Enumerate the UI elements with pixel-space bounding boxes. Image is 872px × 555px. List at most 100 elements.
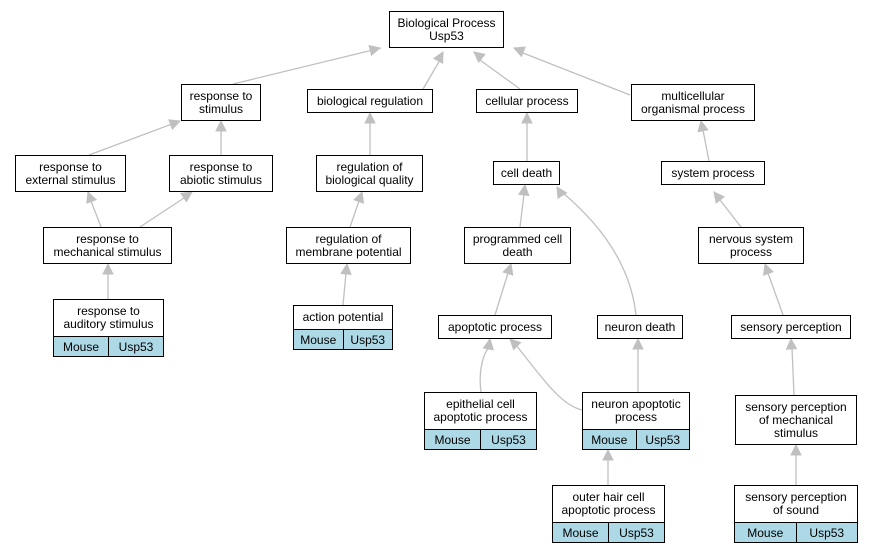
gene-cell: Usp53 <box>108 337 163 356</box>
edge-arrowhead <box>364 111 376 124</box>
node-programmed-cell-death[interactable]: programmed cell death <box>464 227 571 264</box>
node-label: neuron death <box>604 319 676 334</box>
edge-line <box>479 59 521 90</box>
node-label: action potential <box>302 310 384 324</box>
node-label: sensory perception of sound <box>745 490 847 517</box>
node-label: sensory perception <box>740 319 842 334</box>
node-apoptotic-process[interactable]: apoptotic process <box>438 315 552 339</box>
node-label: response to stimulus <box>189 88 253 116</box>
gene-cell: Usp53 <box>480 430 536 449</box>
edge-line <box>515 344 583 411</box>
annotation-row: Mouse Usp53 <box>735 522 857 542</box>
edge-arrowhead <box>473 51 486 64</box>
annotation-row: Mouse Usp53 <box>583 429 689 449</box>
edge-arrowhead <box>102 262 114 275</box>
node-epithelial-cell-apoptotic-process[interactable]: epithelial cell apoptotic process Mouse … <box>424 392 537 450</box>
organism-cell: Mouse <box>583 430 636 449</box>
edge-line <box>479 347 490 393</box>
node-label: neuron apoptotic process <box>591 397 681 424</box>
edge-arrowhead <box>368 44 382 57</box>
edge-arrowhead <box>502 262 514 276</box>
edge-line <box>232 47 382 85</box>
edge-line <box>494 272 509 316</box>
edge-arrowhead <box>353 190 365 204</box>
edge-arrowhead <box>86 190 98 204</box>
node-response-to-stimulus[interactable]: response to stimulus <box>181 84 261 121</box>
node-label: response to abiotic stimulus <box>179 159 263 187</box>
node-nervous-system-process[interactable]: nervous system process <box>698 227 804 264</box>
edge-line <box>349 200 360 228</box>
organism-cell: Mouse <box>54 337 108 356</box>
node-neuron-death[interactable]: neuron death <box>597 315 683 339</box>
organism-cell: Mouse <box>294 330 343 349</box>
node-label: system process <box>671 165 755 180</box>
edge-arrowhead <box>517 183 530 197</box>
node-regulation-of-membrane-potential[interactable]: regulation of membrane potential <box>286 227 411 264</box>
node-label: response to auditory stimulus <box>63 304 154 331</box>
node-neuron-apoptotic-process[interactable]: neuron apoptotic process Mouse Usp53 <box>582 392 690 450</box>
edge-line <box>342 272 347 306</box>
node-response-to-mechanical-stimulus[interactable]: response to mechanical stimulus <box>43 227 172 264</box>
edge-line <box>562 192 637 316</box>
annotation-row: Mouse Usp53 <box>54 336 163 356</box>
node-sensory-perception-of-sound[interactable]: sensory perception of sound Mouse Usp53 <box>734 485 858 543</box>
edge-line <box>90 200 102 228</box>
node-label: apoptotic process <box>447 319 543 334</box>
edge-arrowhead <box>168 119 182 131</box>
gene-cell: Usp53 <box>635 430 689 449</box>
node-cell-death[interactable]: cell death <box>493 161 560 185</box>
node-response-to-auditory-stimulus[interactable]: response to auditory stimulus Mouse Usp5… <box>53 299 164 357</box>
edge-line <box>88 123 173 156</box>
edge-arrowhead <box>556 186 568 199</box>
organism-cell: Mouse <box>735 523 796 542</box>
node-outer-hair-cell-apoptotic-process[interactable]: outer hair cell apoptotic process Mouse … <box>552 485 665 543</box>
node-label: epithelial cell apoptotic process <box>433 397 528 424</box>
edge-arrowhead <box>713 191 726 204</box>
node-label: regulation of membrane potential <box>295 231 402 259</box>
node-label: programmed cell death <box>472 231 563 259</box>
node-label: outer hair cell apoptotic process <box>561 490 656 517</box>
node-label: response to external stimulus <box>25 159 116 187</box>
node-label: multicellular organismal process <box>640 88 746 116</box>
node-system-process[interactable]: system process <box>661 161 765 185</box>
annotation-row: Mouse Usp53 <box>425 429 536 449</box>
node-label: Biological Process Usp53 <box>397 15 496 43</box>
node-cellular-process[interactable]: cellular process <box>476 89 578 113</box>
annotation-row: Mouse Usp53 <box>294 329 392 349</box>
edge-arrowhead <box>790 443 802 456</box>
edge-arrowhead <box>521 111 533 124</box>
edge-arrowhead <box>697 119 709 133</box>
node-response-to-abiotic-stimulus[interactable]: response to abiotic stimulus <box>169 155 273 192</box>
node-biological-regulation[interactable]: biological regulation <box>307 89 433 113</box>
node-sensory-perception[interactable]: sensory perception <box>731 315 851 339</box>
edge-arrowhead <box>432 51 444 64</box>
node-regulation-of-biological-quality[interactable]: regulation of biological quality <box>316 155 423 192</box>
gene-cell: Usp53 <box>342 330 392 349</box>
node-label: cell death <box>500 165 553 180</box>
node-biological-process-root[interactable]: Biological Process Usp53 <box>389 11 504 48</box>
edge-arrowhead <box>785 337 798 350</box>
node-sensory-perception-of-mechanical-stimulus[interactable]: sensory perception of mechanical stimulu… <box>735 395 857 445</box>
edge-arrowhead <box>763 262 774 276</box>
edge-line <box>719 199 742 228</box>
edge-arrowhead <box>340 262 352 276</box>
edge-arrowhead <box>215 119 227 132</box>
node-label: sensory perception of mechanical stimulu… <box>745 399 847 440</box>
edge-line <box>702 129 710 162</box>
edge-arrowhead <box>180 191 193 203</box>
edge-line <box>522 52 631 96</box>
edge-line <box>519 193 525 228</box>
edge-line <box>139 197 185 228</box>
edge-arrowhead <box>482 337 494 351</box>
edge-line <box>791 347 795 396</box>
node-multicellular-organismal-process[interactable]: multicellular organismal process <box>631 84 755 121</box>
node-response-to-external-stimulus[interactable]: response to external stimulus <box>15 155 126 192</box>
edge-arrowhead <box>632 337 644 350</box>
edge-line <box>767 272 784 316</box>
node-action-potential[interactable]: action potential Mouse Usp53 <box>293 305 393 350</box>
node-label: cellular process <box>485 93 569 108</box>
node-label: response to mechanical stimulus <box>53 231 162 259</box>
node-label: nervous system process <box>708 231 794 259</box>
annotation-row: Mouse Usp53 <box>553 522 664 542</box>
